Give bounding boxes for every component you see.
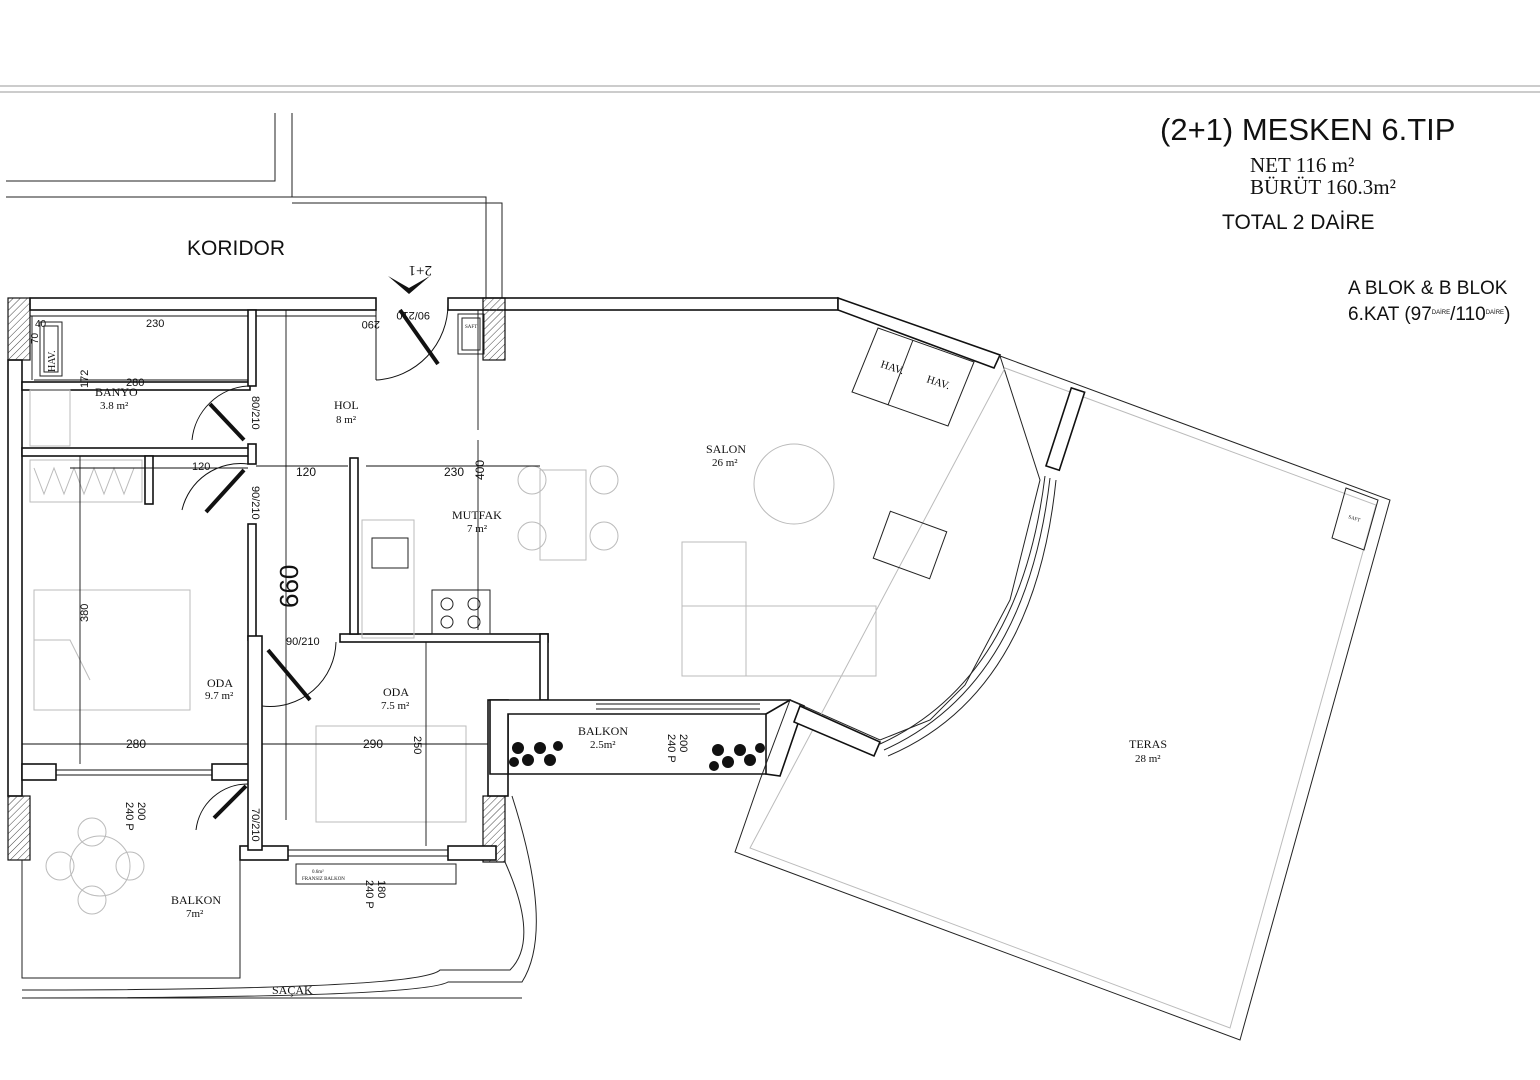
mutfak-area: 7 m²	[467, 523, 488, 535]
bath-fixtures	[29, 389, 71, 447]
corridor-walls	[6, 113, 503, 298]
fransiz-balkon-label: FRANSIZ BALKON	[302, 877, 345, 882]
dim-230: 230	[444, 465, 464, 479]
hol-label: HOL	[334, 398, 359, 412]
mutfak-label: MUTFAK	[452, 508, 502, 522]
dim-120: 120	[296, 465, 316, 479]
net-area: NET 116 m²	[1250, 153, 1354, 177]
saft-label: SAFT	[1347, 515, 1360, 524]
plant-icon	[509, 741, 563, 767]
window-size: 200	[677, 734, 689, 752]
bed	[33, 589, 191, 711]
dim-660: 660	[274, 565, 304, 608]
door-size: 80/210	[249, 396, 261, 430]
balkon-small-label: BALKON	[578, 724, 628, 738]
hav-shaft	[39, 321, 63, 377]
hav-shaft	[851, 327, 975, 427]
banyo-label: BANYO	[95, 385, 138, 399]
oda2-area: 7.5 m²	[381, 700, 410, 712]
terrace	[734, 355, 1391, 1041]
kitchen-counter	[361, 519, 491, 639]
lounge-table	[45, 817, 145, 915]
plant-icon	[709, 743, 765, 771]
hav-label: HAV.	[925, 373, 952, 392]
door-size: 90/210	[249, 486, 261, 520]
saft-label: SAFT	[465, 325, 477, 330]
oda1-area: 9.7 m²	[205, 690, 234, 702]
fransiz-balkon-area: 0.6m²	[312, 869, 324, 875]
salon-area: 26 m²	[712, 457, 738, 469]
salon-label: SALON	[706, 442, 746, 456]
dim-230: 230	[146, 318, 164, 330]
saft-box	[1331, 487, 1379, 551]
bedroom-door	[181, 463, 249, 514]
bathroom-door	[191, 385, 249, 442]
dim-120: 120	[192, 461, 210, 473]
dim-70: 70	[30, 332, 41, 344]
sofa	[681, 541, 877, 677]
block-label: A BLOK & B BLOK	[1348, 278, 1508, 299]
balkon-area: 7m²	[186, 908, 204, 920]
dim-280: 280	[126, 377, 144, 389]
gross-area: BÜRÜT 160.3m²	[1250, 175, 1396, 199]
balcony-door	[195, 783, 249, 831]
window-size: 180	[375, 880, 387, 898]
oda1-label: ODA	[207, 676, 233, 690]
dim-380: 380	[79, 604, 91, 622]
hav-label: HAV.	[879, 358, 906, 377]
window-size: 240 P	[665, 734, 677, 763]
coffee-table	[753, 443, 835, 525]
door-size: 70/210	[249, 808, 261, 842]
koridor-label: KORIDOR	[187, 237, 285, 260]
hol-area: 8 m²	[336, 414, 357, 426]
dining-table	[517, 465, 619, 561]
bedroom-door	[261, 641, 337, 707]
dim-280: 280	[126, 737, 146, 751]
dim-40: 40	[35, 319, 47, 330]
dimension-lines	[22, 310, 540, 846]
big-balcony	[21, 795, 537, 999]
wardrobe	[29, 459, 143, 503]
sacak-label: SAÇAK	[272, 983, 313, 997]
plan-title: (2+1) MESKEN 6.TIP	[1160, 112, 1455, 147]
armchair	[872, 510, 948, 580]
window-size: 200	[135, 802, 147, 820]
entrance-arrow-icon	[388, 276, 430, 294]
dim-250: 250	[411, 736, 423, 754]
small-balcony	[489, 699, 805, 777]
sheet-border	[0, 85, 1540, 93]
door-size: 90/210	[286, 636, 320, 648]
teras-area: 28 m²	[1135, 753, 1161, 765]
teras-label: TERAS	[1129, 737, 1167, 751]
floor-label: 6.KAT (97DAİRE/110DAİRE)	[1348, 304, 1510, 325]
banyo-area: 3.8 m²	[100, 400, 129, 412]
dim-172: 172	[79, 370, 91, 388]
bed	[315, 725, 467, 823]
dim-290: 290	[362, 318, 380, 330]
door-size: 90/210	[396, 309, 430, 321]
window-size: 240 P	[123, 802, 135, 831]
entrance-door	[375, 303, 449, 381]
dim-400: 400	[473, 460, 487, 480]
balkon-label: BALKON	[171, 893, 221, 907]
entrance-label: 2+1	[409, 262, 432, 278]
saft-box	[457, 313, 485, 355]
oda2-label: ODA	[383, 685, 409, 699]
hav-label: HAV.	[47, 350, 58, 372]
total-units: TOTAL 2 DAİRE	[1222, 211, 1375, 234]
window-size: 240 P	[363, 880, 375, 909]
dim-290: 290	[363, 737, 383, 751]
balkon-small-area: 2.5m²	[590, 739, 616, 751]
